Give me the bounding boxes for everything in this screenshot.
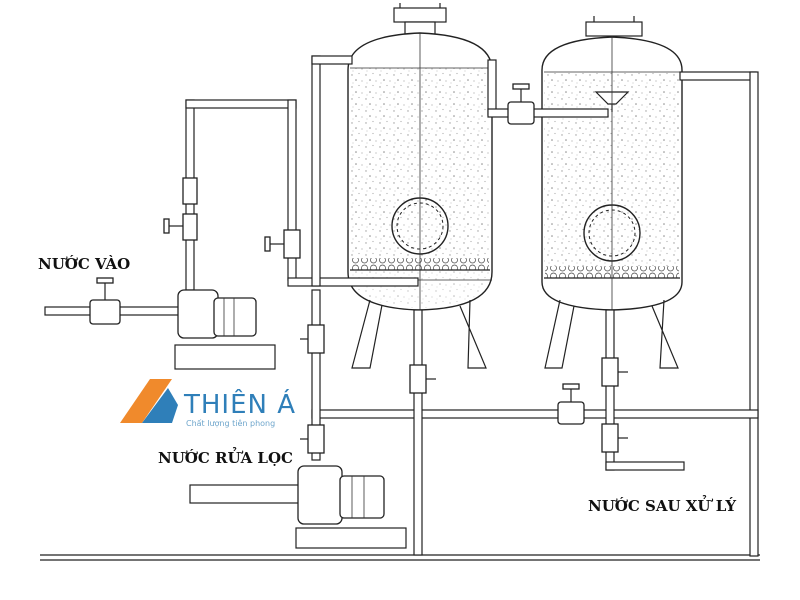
pump1-discharge-valve xyxy=(163,177,198,241)
tank1-drain-valve xyxy=(409,364,436,394)
water-in-label: NƯỚC VÀO xyxy=(38,255,130,273)
feed-pump xyxy=(174,289,276,370)
outlet-valve xyxy=(601,423,628,453)
tank-link-valve xyxy=(507,83,535,125)
cross-valve xyxy=(557,383,585,425)
logo-name: THIÊN Á xyxy=(183,388,296,420)
logo-tagline: Chất lượng tiên phong xyxy=(186,418,275,428)
line-valve-1 xyxy=(264,229,301,259)
tank2-drain-valve xyxy=(601,357,628,387)
logo-mark-orange xyxy=(120,379,172,423)
backwash-valve-1 xyxy=(300,324,325,354)
logo-mark-blue xyxy=(142,388,178,423)
filter-tank-2 xyxy=(541,16,683,420)
backwash-valve-2 xyxy=(300,424,325,454)
backwash-water-label: NƯỚC RỬA LỌC xyxy=(158,447,293,467)
treated-water-label: NƯỚC SAU XỬ LÝ xyxy=(588,495,736,515)
inlet-valve xyxy=(89,277,121,325)
valves xyxy=(89,83,628,454)
ground-lines xyxy=(40,554,760,561)
thien-a-logo: THIÊN Á Chất lượng tiên phong xyxy=(120,379,296,428)
backwash-pump xyxy=(295,465,407,549)
